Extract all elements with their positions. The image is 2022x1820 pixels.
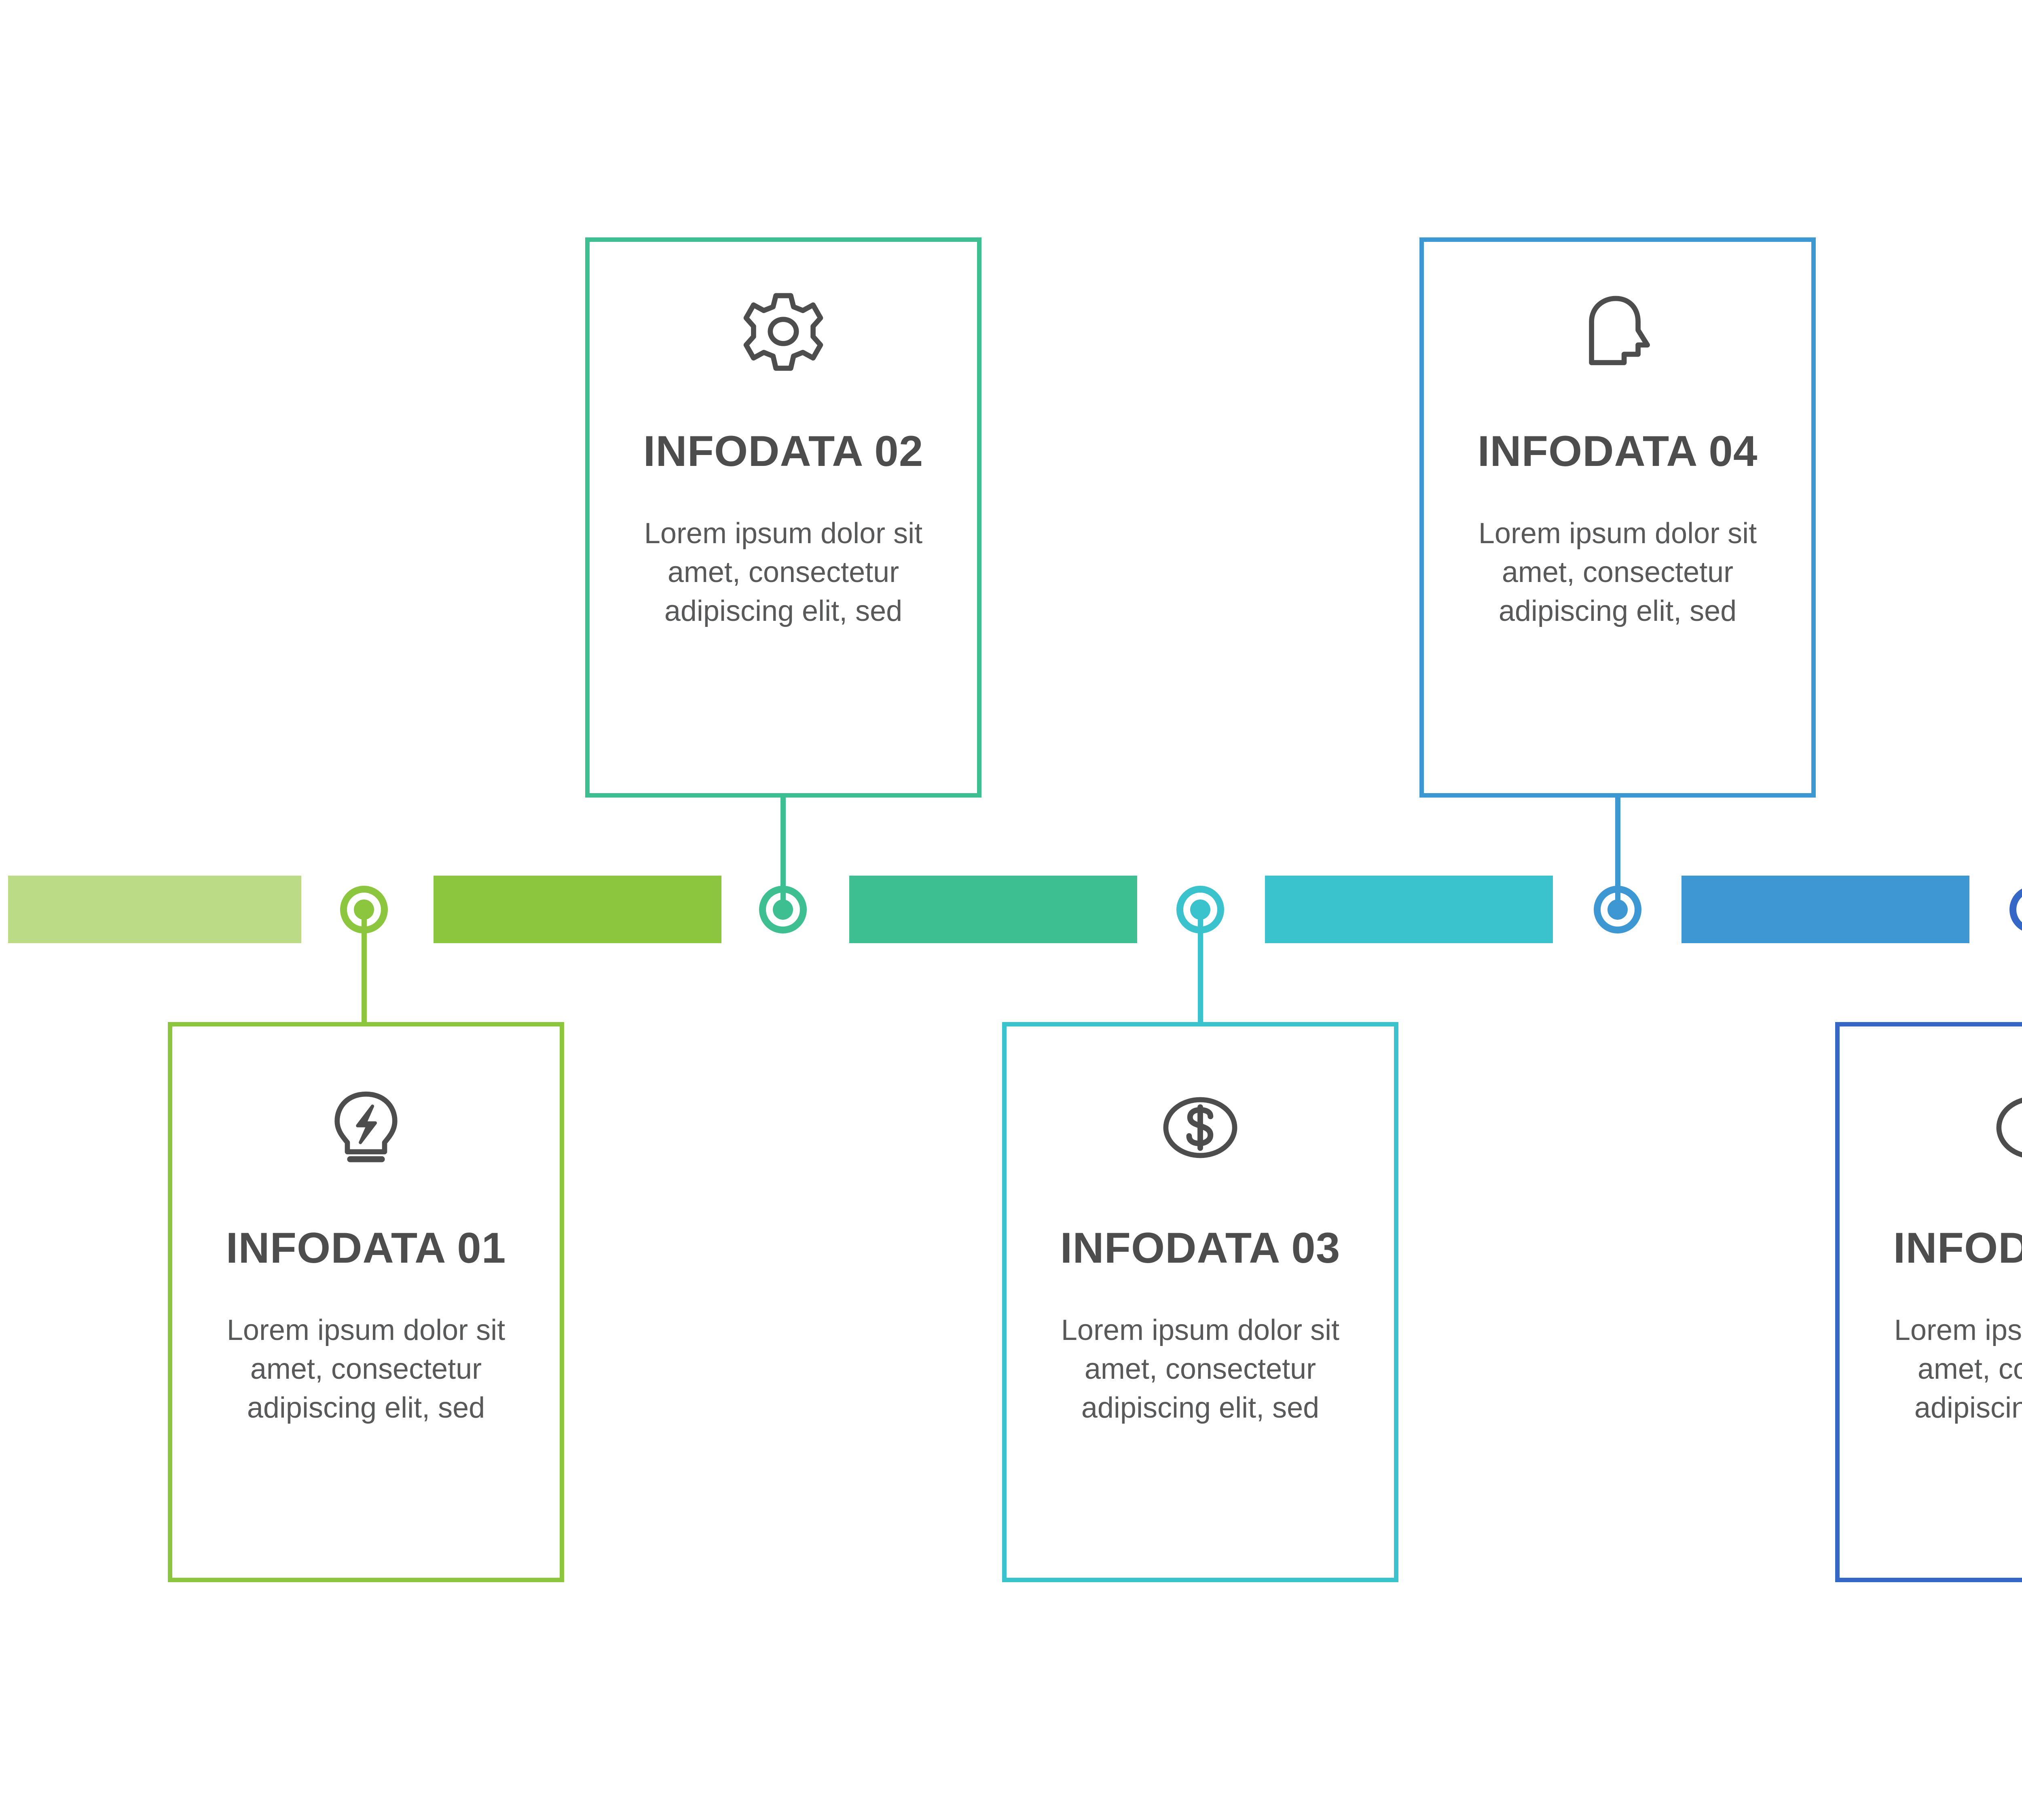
infodata-card-05[interactable]: INFODATA 05 Lorem ipsum dolor sit amet, c…: [1835, 1022, 2022, 1582]
timeline-node-core-4: [1607, 899, 1628, 920]
infodata-card-02[interactable]: INFODATA 02 Lorem ipsum dolor sit amet, c…: [585, 237, 981, 798]
card-description: Lorem ipsum dolor sit amet, consectetur …: [1061, 1314, 1340, 1424]
connector-line-1: [362, 909, 367, 1022]
timeline-node-5[interactable]: [2009, 885, 2022, 933]
timeline-bar-segment-4: [1265, 876, 1553, 943]
lightbulb-bolt-icon: [313, 1075, 419, 1180]
card-title: INFODATA 01: [226, 1223, 506, 1272]
head-profile-icon: [1565, 280, 1670, 385]
gear-icon: [731, 280, 836, 385]
connector-line-4: [1615, 798, 1620, 910]
infodata-card-01[interactable]: INFODATA 01 Lorem ipsum dolor sit amet, c…: [168, 1022, 564, 1582]
timeline-bar-segment-3: [849, 876, 1137, 943]
timeline-bar-segment-1: [8, 876, 301, 943]
connector-line-3: [1198, 909, 1203, 1022]
timeline-node-core-2: [773, 899, 793, 920]
card-description: Lorem ipsum dolor sit amet, consectetur …: [1894, 1314, 2022, 1424]
card-description: Lorem ipsum dolor sit amet, consectetur …: [644, 517, 923, 627]
timeline-bar-segment-5: [1681, 876, 1969, 943]
dollar-circle-icon: [1148, 1075, 1253, 1180]
card-description: Lorem ipsum dolor sit amet, consectetur …: [226, 1314, 506, 1424]
infodata-card-04[interactable]: INFODATA 04 Lorem ipsum dolor sit amet, c…: [1419, 237, 1816, 798]
connector-line-2: [780, 798, 786, 910]
infodata-card-03[interactable]: INFODATA 03 Lorem ipsum dolor sit amet, c…: [1002, 1022, 1398, 1582]
timeline-node-core-3: [1190, 899, 1210, 920]
card-description: Lorem ipsum dolor sit amet, consectetur …: [1478, 517, 1757, 627]
card-title: INFODATA 02: [643, 427, 924, 475]
timeline-node-core-1: [354, 899, 374, 920]
card-title: INFODATA 04: [1477, 427, 1758, 475]
clock-icon: [1981, 1075, 2022, 1180]
timeline-bar-segment-2: [434, 876, 721, 943]
card-title: INFODATA 03: [1060, 1223, 1341, 1272]
card-title: INFODATA 05: [1893, 1223, 2022, 1272]
